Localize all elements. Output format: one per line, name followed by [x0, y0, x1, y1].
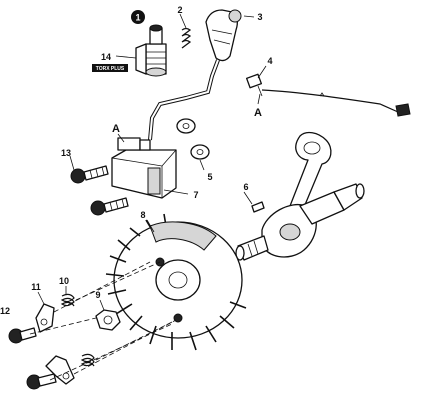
assembly-line-2	[29, 317, 97, 335]
leader-5	[199, 159, 205, 171]
coil-bolt-lower	[90, 197, 129, 216]
svg-text:TORX PLUS: TORX PLUS	[96, 66, 125, 72]
spark-plug-boot	[205, 9, 242, 62]
leader-7	[163, 189, 189, 195]
label-3: 3	[257, 12, 262, 22]
woodruff-key	[251, 201, 265, 213]
label-12: 12	[0, 306, 10, 316]
leader-13	[69, 155, 75, 171]
torx-logo: TORX PLUS	[92, 64, 128, 72]
leader-a-wire	[257, 93, 261, 105]
ref-circle-badge: 1	[131, 10, 145, 24]
label-13: 13	[61, 148, 71, 158]
crankshaft	[235, 131, 365, 261]
ignition-coil	[111, 137, 177, 199]
spring-small	[181, 27, 192, 49]
spark-plug	[135, 24, 167, 77]
ref-circle-label: 1	[135, 13, 140, 23]
pawl-spring-lower	[80, 353, 95, 367]
label-2: 2	[177, 5, 182, 15]
coil-bolt-upper	[70, 165, 109, 184]
starter-pawl-upper	[35, 303, 55, 333]
washers	[176, 118, 210, 160]
flywheel	[105, 213, 247, 351]
leader-4	[257, 65, 267, 79]
leader-2	[179, 13, 187, 29]
label-7: 7	[193, 190, 198, 200]
label-4: 4	[267, 56, 272, 66]
label-10: 10	[59, 276, 69, 286]
leader-9	[99, 299, 105, 311]
pawl-screw-lower	[26, 373, 57, 390]
leader-a-coil	[117, 133, 125, 143]
starter-pawl-lower	[45, 355, 75, 385]
marker-a-wire: A	[254, 107, 262, 119]
leader-8	[146, 219, 155, 233]
label-8: 8	[140, 210, 145, 220]
label-6: 6	[243, 182, 248, 192]
leader-3	[243, 15, 255, 18]
label-5: 5	[207, 172, 212, 182]
assembly-line-6	[95, 319, 177, 361]
label-11: 11	[31, 282, 41, 292]
assembly-line-1	[53, 261, 151, 313]
label-14: 14	[101, 52, 111, 62]
marker-a-coil: A	[112, 123, 120, 135]
assembly-line-4	[73, 319, 177, 375]
ground-wire	[246, 73, 411, 117]
flywheel-nut	[95, 309, 121, 331]
assembly-line-3	[75, 261, 161, 301]
pawl-screw-upper	[8, 327, 37, 344]
assembly-line-5	[49, 323, 173, 381]
leader-14	[115, 55, 137, 59]
label-9: 9	[95, 290, 100, 300]
leader-6	[243, 191, 253, 205]
pawl-spring-upper	[60, 293, 75, 307]
leader-11	[37, 291, 45, 305]
